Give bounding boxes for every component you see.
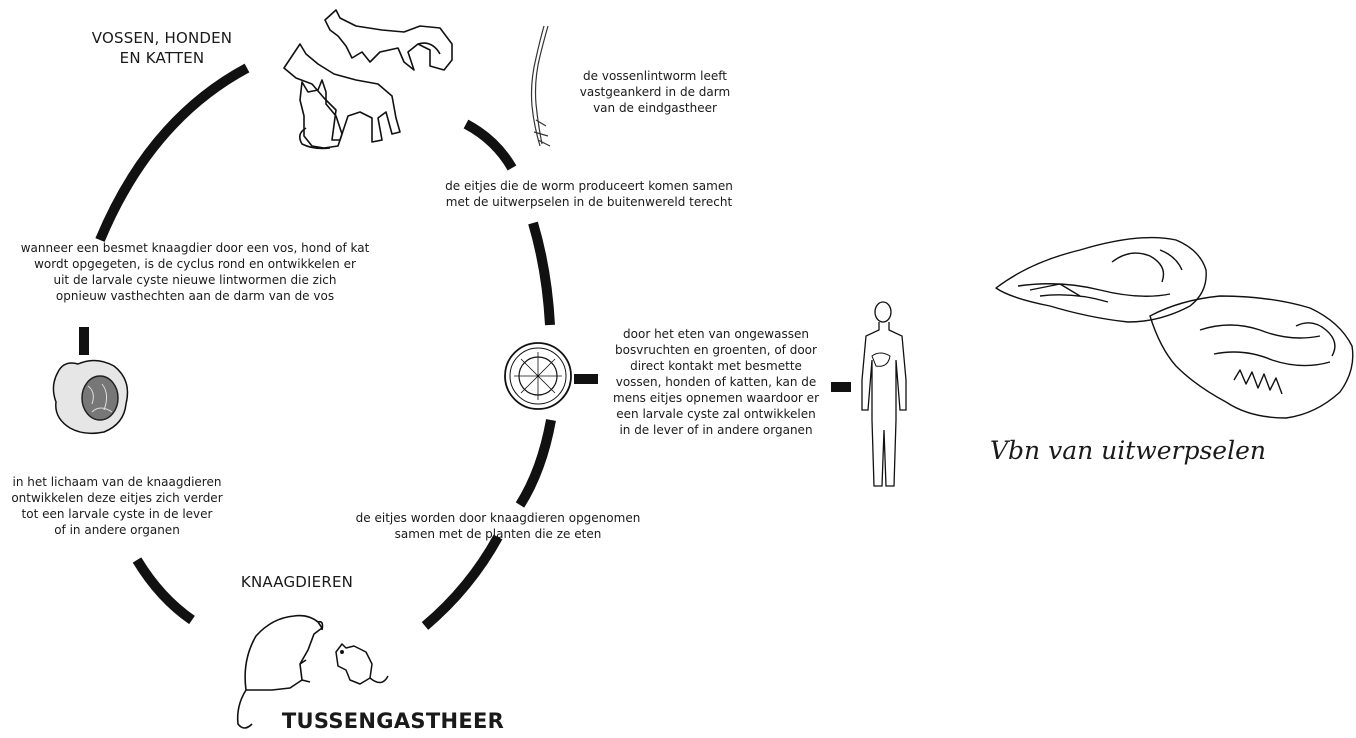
connector-dash-1	[574, 374, 598, 384]
eggs-eaten-text: de eitjes worden door knaagdieren opgeno…	[340, 510, 656, 542]
cycle-ring	[84, 68, 551, 626]
fox-icon	[325, 10, 452, 70]
human-icon	[862, 302, 906, 486]
rodents-label: KNAAGDIEREN	[222, 572, 372, 592]
definitive-hosts-label: VOSSEN, HONDEN EN KATTEN	[72, 28, 252, 68]
cycle-arc-bottom-right	[425, 537, 498, 626]
cycle-arc-bottom-left	[137, 560, 192, 620]
eggs-excreted-text: de eitjes die de worm produceert komen s…	[424, 178, 754, 210]
cyst-icon	[53, 360, 127, 433]
cycle-arc-right-upper	[533, 223, 550, 325]
human-infection-text: door het eten van ongewassen bosvruchten…	[598, 326, 834, 438]
worm-note: de vossenlintworm leeft vastgeankerd in …	[560, 68, 750, 116]
feces-sketch	[996, 238, 1353, 418]
mouse-icon	[336, 644, 388, 684]
cycle-arc-top-right	[466, 124, 512, 168]
cycle-arc-top-left	[100, 68, 247, 240]
feces-caption: Vbn van uitwerpselen	[990, 436, 1290, 466]
egg-icon	[505, 343, 571, 409]
cycle-complete-text: wanneer een besmet knaagdier door een vo…	[4, 240, 386, 304]
cyst-development-text: in het lichaam van de knaagdieren ontwik…	[2, 474, 232, 538]
intermediate-host-label: TUSSENGASTHEER	[262, 708, 524, 734]
cycle-arc-right-lower	[520, 420, 551, 505]
connector-dash-2	[831, 382, 851, 392]
tapeworm-icon	[532, 26, 551, 146]
